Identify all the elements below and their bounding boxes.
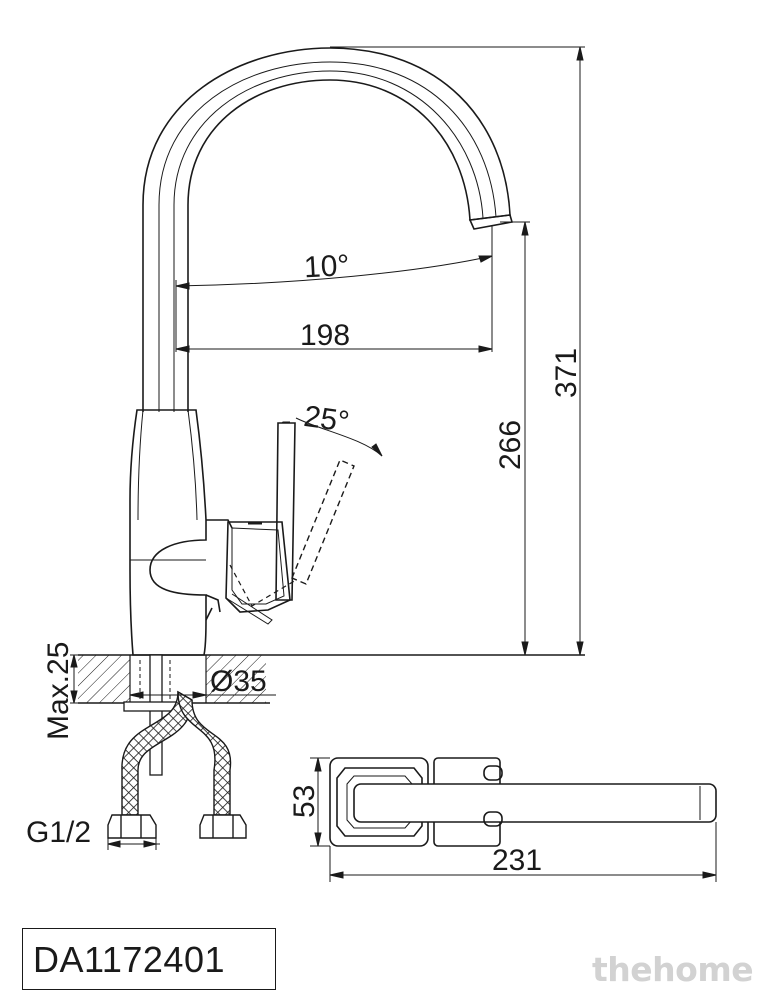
handle xyxy=(225,421,355,625)
model-code: DA1172401 xyxy=(33,939,225,980)
faucet-body xyxy=(129,409,233,656)
total-height-label: 371 xyxy=(550,348,583,398)
top-view xyxy=(329,757,717,847)
model-code-box: DA1172401 xyxy=(22,928,276,990)
top-width-label: 53 xyxy=(288,785,321,818)
connection-label: G1/2 xyxy=(26,816,91,849)
spout-angle-label: 10° xyxy=(303,249,350,284)
spout xyxy=(142,47,514,412)
top-length-label: 231 xyxy=(492,844,542,877)
dimension-lines xyxy=(70,46,585,850)
reach-label: 198 xyxy=(300,319,350,352)
hole-diameter-label: Ø35 xyxy=(210,665,267,698)
countertop xyxy=(78,654,585,776)
top-view-dimensions xyxy=(310,757,717,882)
max-thickness-label: Max.25 xyxy=(42,642,75,740)
flexible-hoses xyxy=(107,690,247,839)
handle-angle-label: 25° xyxy=(302,400,352,439)
watermark-logo: thehome xyxy=(592,950,754,989)
spout-height-label: 266 xyxy=(494,420,527,470)
